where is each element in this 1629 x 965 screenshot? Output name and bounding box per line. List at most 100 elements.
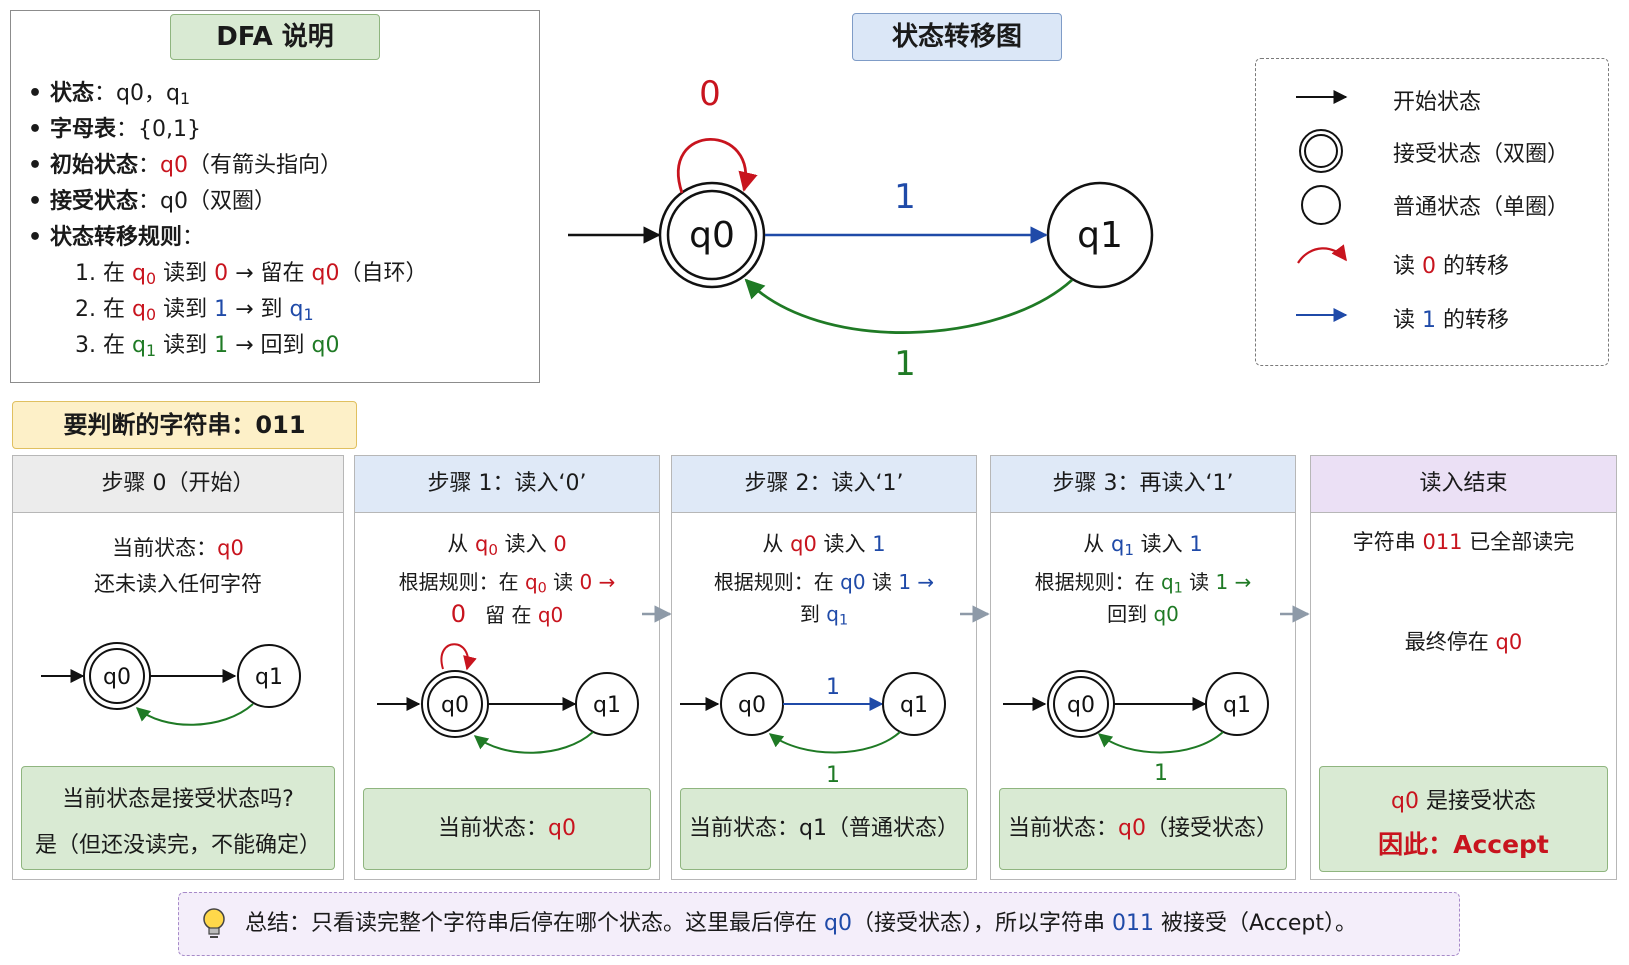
alphabet-line: •字母表：{0,1} bbox=[28, 117, 202, 142]
rule-text: 读到 bbox=[163, 261, 208, 286]
step-2-mini-diagram: q0 1 q1 1 bbox=[680, 672, 946, 786]
rule-text: 在 bbox=[103, 333, 126, 358]
states-line: •状态：q0，q1 bbox=[28, 81, 191, 108]
states-value-sub: 1 bbox=[179, 88, 191, 108]
step-0-header: 步骤 0（开始） bbox=[13, 456, 343, 513]
legend-start-label: 开始状态 bbox=[1393, 90, 1482, 115]
step-2-header: 步骤 2：读入‘1’ bbox=[672, 456, 976, 513]
step-0-answer: 是（但还没读完，不能确定） bbox=[34, 833, 321, 858]
self-loop-label: 0 bbox=[699, 74, 721, 114]
rule-to-state: q0 bbox=[311, 261, 340, 286]
rule-text: 回到 bbox=[260, 333, 305, 358]
step-1-header: 步骤 1：读入‘0’ bbox=[355, 456, 659, 513]
step-3-line3: 回到 q0 bbox=[1107, 602, 1179, 626]
step-0-footer: 当前状态是接受状态吗? 是（但还没读完，不能确定） bbox=[21, 766, 335, 870]
initial-line: •初始状态：q0（有箭头指向） bbox=[28, 153, 343, 178]
step-connectors bbox=[642, 605, 1310, 623]
mini-q0-label: q0 bbox=[1067, 693, 1095, 718]
colon: ： bbox=[138, 189, 161, 214]
rule-2: 2. 在 q0 读到 1 → 到 q1 bbox=[75, 292, 314, 333]
input-string-banner: 要判断的字符串：011 bbox=[12, 401, 357, 449]
step-1-loop-label: 0 bbox=[450, 600, 467, 628]
rule-symbol: 1 bbox=[214, 297, 229, 322]
rule-number: 3. bbox=[75, 333, 96, 358]
final-result: 因此：Accept bbox=[1378, 830, 1549, 859]
step-2-panel: 步骤 2：读入‘1’ 从 q0 读入 1 根据规则：在 q0 读 1 → 到 q… bbox=[671, 455, 977, 880]
rules-label: 状态转移规则 bbox=[50, 225, 183, 250]
rule-number: 1. bbox=[75, 261, 96, 286]
final-line1: 字符串 011 已全部读完 bbox=[1352, 530, 1575, 554]
colon: ： bbox=[138, 153, 161, 178]
q1-label: q1 bbox=[1077, 215, 1123, 256]
step-3-back-label: 1 bbox=[1154, 761, 1168, 786]
back-edge-label: 1 bbox=[894, 344, 916, 384]
rule-3: 3. 在 q1 读到 1 → 回到 q0 bbox=[75, 328, 340, 369]
dfa-info-title: DFA 说明 bbox=[170, 14, 380, 60]
final-footer: q0 是接受状态 因此：Accept bbox=[1319, 766, 1608, 872]
mini-q0-label: q0 bbox=[103, 665, 131, 690]
rule-arrow: → bbox=[235, 261, 254, 286]
legend-symbols bbox=[1296, 90, 1348, 322]
step-3-footer: 当前状态：q0（接受状态） bbox=[999, 788, 1287, 870]
step-2-line3: 到 q1 bbox=[799, 602, 849, 629]
back-edge bbox=[744, 278, 1073, 334]
self-loop-edge bbox=[677, 137, 758, 194]
accept-line: •接受状态：q0（双圈） bbox=[28, 189, 277, 214]
dfa-info-panel bbox=[10, 10, 540, 383]
alphabet-label: 字母表 bbox=[50, 117, 117, 142]
rule-text: 在 bbox=[103, 261, 126, 286]
step-0-line2: 还未读入任何字符 bbox=[94, 572, 262, 596]
mini-q1-label: q1 bbox=[593, 693, 621, 718]
step-2-line2: 根据规则：在 q0 读 1 → bbox=[713, 570, 935, 594]
mini-q1-label: q1 bbox=[1223, 693, 1251, 718]
legend-accept-label: 接受状态（双圈） bbox=[1393, 142, 1570, 167]
rule-arrow: → bbox=[235, 297, 254, 322]
states-value: q0，q bbox=[116, 81, 180, 106]
step-0-panel: 步骤 0（开始） 当前状态：q0 还未读入任何字符 q0 q1 当前状态是接受状… bbox=[12, 455, 344, 880]
accept-note: （双圈） bbox=[188, 189, 277, 214]
legend bbox=[1255, 58, 1609, 366]
alphabet-value: {0,1} bbox=[138, 117, 202, 142]
read-0-arrow-icon bbox=[1297, 244, 1347, 264]
initial-state: q0 bbox=[160, 153, 188, 178]
step-3-mini-diagram: q0 q1 1 bbox=[1003, 670, 1269, 786]
rules-line: •状态转移规则： bbox=[28, 225, 205, 250]
rule-text: 读到 bbox=[163, 297, 208, 322]
rule-to-state: q1 bbox=[289, 297, 314, 324]
final-panel: 读入结束 字符串 011 已全部读完 最终停在 q0 q0 是接受状态 因此：A… bbox=[1310, 455, 1617, 880]
q1-circle bbox=[1046, 181, 1154, 289]
initial-note: （有箭头指向） bbox=[188, 153, 343, 178]
mini-q0-label: q0 bbox=[441, 693, 469, 718]
rule-symbol: 0 bbox=[214, 261, 229, 286]
step-3-panel: 步骤 3：再读入‘1’ 从 q1 读入 1 根据规则：在 q1 读 1 → 回到… bbox=[990, 455, 1296, 880]
final-line2: 最终停在 q0 bbox=[1404, 630, 1523, 654]
accept-label: 接受状态 bbox=[50, 189, 139, 214]
legend-read1-label: 读 1 的转移 bbox=[1393, 308, 1510, 333]
final-header: 读入结束 bbox=[1311, 456, 1616, 513]
rule-1: 1. 在 q0 读到 0 → 留在 q0（自环） bbox=[75, 256, 428, 297]
initial-label: 初始状态 bbox=[50, 153, 139, 178]
legend-normal-label: 普通状态（单圈） bbox=[1393, 195, 1570, 220]
rule-text: 读到 bbox=[163, 333, 208, 358]
rule-number: 2. bbox=[75, 297, 96, 322]
states-label: 状态 bbox=[50, 81, 95, 106]
mini-q0-label: q0 bbox=[738, 693, 766, 718]
rule-note: （自环） bbox=[339, 261, 428, 286]
colon: ： bbox=[116, 117, 139, 142]
step-1-mini-diagram: q0 q1 bbox=[377, 643, 639, 754]
step-2-forward-label: 1 bbox=[826, 675, 840, 700]
state-diagram: q0 q1 0 1 1 bbox=[568, 74, 1154, 384]
step-2-line1: 从 q0 读入 1 bbox=[762, 532, 886, 556]
lightbulb-icon bbox=[203, 908, 225, 938]
step-1-line3: 0 留 在 q0 bbox=[450, 600, 564, 628]
step-3-line2: 根据规则：在 q1 读 1 → bbox=[1034, 570, 1252, 597]
step-1-footer: 当前状态：q0 bbox=[363, 788, 651, 870]
rule-arrow: → bbox=[235, 333, 254, 358]
rule-text: 留在 bbox=[260, 261, 305, 286]
single-circle-icon bbox=[1301, 185, 1341, 225]
summary-box: 总结：只看读完整个字符串后停在哪个状态。这里最后停在 q0（接受状态），所以字符… bbox=[178, 892, 1460, 956]
q0-label: q0 bbox=[689, 215, 735, 256]
step-1-line1: 从 q0 读入 0 bbox=[447, 532, 567, 559]
q0-inner-circle bbox=[666, 189, 758, 281]
step-2-back-label: 1 bbox=[826, 763, 840, 786]
